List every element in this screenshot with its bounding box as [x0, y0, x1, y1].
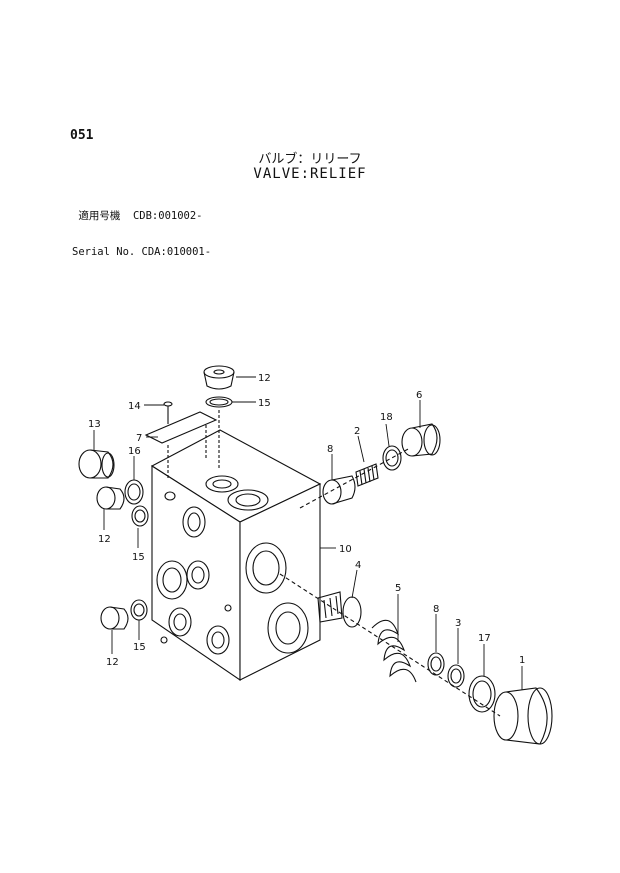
- callout-13: 13: [88, 419, 101, 430]
- left-o-ring-16: [124, 479, 144, 505]
- backup-ring-3: [447, 664, 465, 688]
- poppet-4: [317, 591, 362, 628]
- title-japanese: バルブ：リリーフ: [258, 152, 362, 167]
- callout-8: 6: [416, 390, 422, 401]
- callout-15-top: 15: [258, 398, 271, 409]
- spring-5: [371, 619, 417, 683]
- left-plug-13: [78, 449, 115, 479]
- callout-15-left-upper: 15: [132, 552, 145, 563]
- o-ring-6: [427, 652, 445, 676]
- callout-3: 3: [455, 618, 461, 629]
- callout-6: 8: [433, 604, 439, 615]
- left-plug-12-upper: [96, 486, 125, 510]
- callout-5: 5: [395, 583, 401, 594]
- callout-10: 10: [339, 544, 352, 555]
- cap-8: [401, 423, 441, 457]
- callout-18: 18: [380, 412, 393, 423]
- serial-line-applicable: 適用号機 CDB:001002-: [72, 210, 203, 222]
- callout-12-left-upper: 12: [98, 534, 111, 545]
- title-english: VALVE:RELIEF: [253, 166, 367, 182]
- o-ring-17: [468, 675, 496, 713]
- callout-2: 2: [354, 426, 360, 437]
- callout-1: 1: [519, 655, 525, 666]
- top-plug: [203, 365, 235, 390]
- plug-1: [493, 687, 553, 745]
- cartridge-9: [322, 475, 356, 505]
- callout-9: 8: [327, 444, 333, 455]
- valve-block: [150, 429, 322, 682]
- left-plug-12-lower: [100, 606, 129, 630]
- callout-7: 7: [136, 433, 142, 444]
- page-number: 051: [70, 128, 94, 143]
- adjusting-screw-2: [355, 463, 379, 487]
- serial-number-block: 適用号機 CDB:001002- Serial No. CDA:010001-: [72, 186, 211, 270]
- callout-17: 17: [478, 633, 491, 644]
- plate: [144, 411, 218, 478]
- left-o-ring-15-upper: [131, 505, 149, 527]
- o-ring-18: [382, 445, 402, 471]
- serial-line-number: Serial No. CDA:010001-: [72, 246, 212, 258]
- callout-12-left-lower: 12: [106, 657, 119, 668]
- callout-4: 4: [355, 560, 361, 571]
- callout-12-top: 12: [258, 373, 271, 384]
- callout-15-left-lower: 15: [133, 642, 146, 653]
- callout-14: 14: [128, 401, 141, 412]
- left-o-ring-15-lower: [130, 599, 148, 621]
- callout-16: 16: [128, 446, 141, 457]
- screw: [163, 401, 173, 424]
